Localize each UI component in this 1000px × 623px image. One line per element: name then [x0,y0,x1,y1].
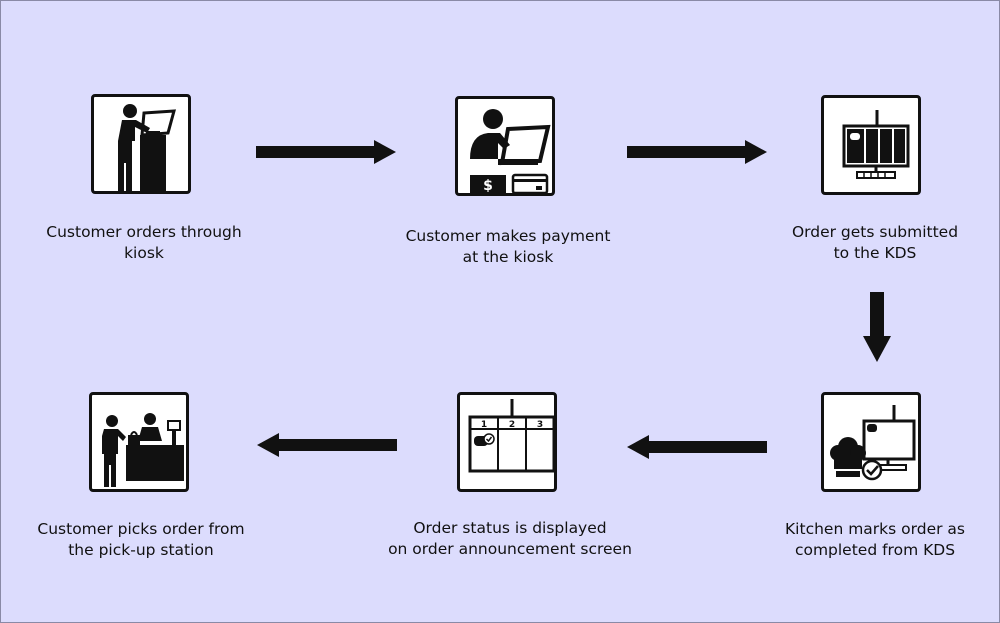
step-6-caption: Customer picks order from the pick-up st… [37,520,245,559]
step-2-icon-box: $ [455,96,555,196]
arrow-step2-to-step3 [627,140,767,164]
step-5-caption: Order status is displayed on order annou… [388,519,632,558]
step-3-caption: Order gets submitted to the KDS [791,223,959,262]
step-4-caption: Kitchen marks order as completed from KD… [785,520,965,559]
step-5-icon-box: 1 2 3 [457,392,557,492]
arrow-step4-to-step5 [627,435,767,459]
announcement-screen-icon: 1 2 3 [468,399,554,473]
step-4-icon-box [821,392,921,492]
step-1-icon-box [91,94,191,194]
column-3-label: 3 [537,420,543,430]
step-2-caption: Customer makes payment at the kiosk [405,227,611,266]
step-6-icon-box [89,392,189,492]
column-2-label: 2 [509,420,515,430]
kitchen-complete-icon [830,405,916,481]
column-1-label: 1 [481,420,487,430]
payment-icon: $ [470,109,551,193]
kds-screen-icon [842,110,910,179]
arrow-step3-to-step4 [863,292,891,362]
pickup-station-icon [102,413,184,487]
svg-text:$: $ [483,178,493,193]
arrow-step5-to-step6 [257,433,397,457]
step-1-caption: Customer orders through kiosk [46,223,242,262]
kiosk-user-icon [118,104,177,191]
step-3-icon-box [821,95,921,195]
arrow-step1-to-step2 [256,140,396,164]
